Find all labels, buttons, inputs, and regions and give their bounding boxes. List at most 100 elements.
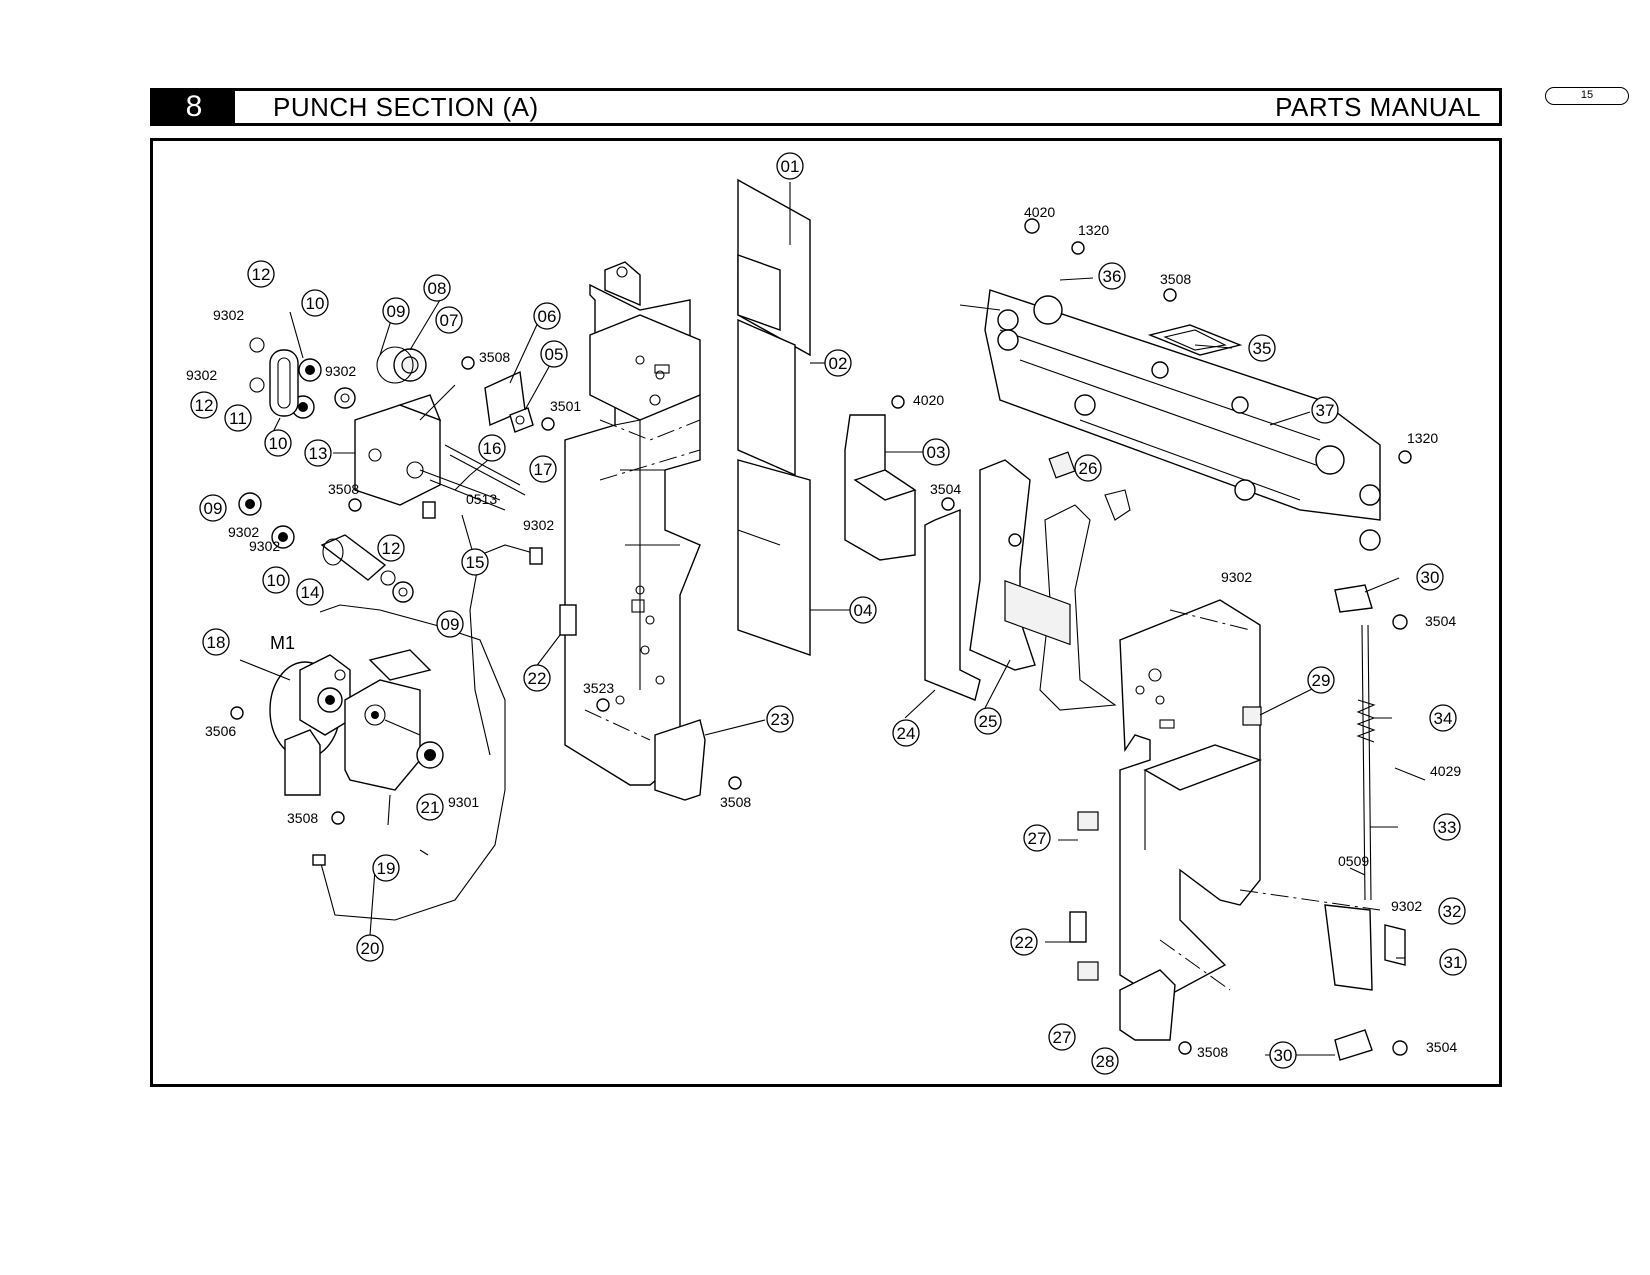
svg-text:12: 12 (382, 539, 401, 558)
pad-27-lower (1077, 961, 1099, 981)
callout-29: 29 (1307, 666, 1335, 694)
svg-text:9302: 9302 (186, 367, 217, 383)
motor-label: M1 (270, 633, 295, 653)
svg-text:03: 03 (927, 443, 946, 462)
svg-text:16: 16 (483, 439, 502, 458)
punch-frame-plate (564, 261, 701, 786)
svg-text:29: 29 (1312, 671, 1331, 690)
svg-text:15: 15 (466, 553, 485, 572)
screws (230, 218, 1426, 1056)
svg-text:22: 22 (528, 669, 547, 688)
callout-01: 01 (776, 152, 804, 180)
callout-22-b: 22 (1010, 928, 1038, 956)
punch-unit-37 (959, 289, 1381, 646)
svg-text:4020: 4020 (1024, 204, 1055, 220)
svg-text:25: 25 (979, 712, 998, 731)
section-number: 8 (153, 90, 235, 123)
svg-text:26: 26 (1079, 459, 1098, 478)
callout-14: 14 (296, 578, 324, 606)
callout-23: 23 (766, 705, 794, 733)
callout-26: 26 (1074, 454, 1102, 482)
callout-17: 17 (529, 455, 557, 483)
svg-text:24: 24 (897, 724, 916, 743)
svg-text:12: 12 (252, 265, 271, 284)
svg-text:11: 11 (229, 409, 247, 428)
diagram-frame (150, 138, 1502, 1087)
svg-text:18: 18 (207, 633, 226, 652)
svg-text:4020: 4020 (913, 392, 944, 408)
callout-28: 28 (1091, 1047, 1119, 1075)
guide-25 (969, 459, 1036, 671)
svg-text:3504: 3504 (930, 481, 961, 497)
svg-text:34: 34 (1434, 709, 1453, 728)
callout-15: 15 (461, 548, 489, 576)
shaft-33-34 (1356, 624, 1376, 901)
svg-text:9302: 9302 (249, 538, 280, 554)
callouts: 01 02 03 04 05 06 07 08 09 09 09 10 10 1… (190, 152, 1467, 1075)
callout-12-b: 12 (190, 391, 218, 419)
callout-21: 21 (416, 793, 444, 821)
part-31 (1384, 924, 1406, 966)
guide-24 (924, 508, 981, 701)
callout-12-a: 12 (247, 260, 275, 288)
svg-text:28: 28 (1096, 1052, 1115, 1071)
bracket-28 (1119, 969, 1176, 1041)
callout-25: 25 (974, 707, 1002, 735)
callout-08: 08 (423, 274, 451, 302)
svg-text:09: 09 (204, 499, 223, 518)
callout-03: 03 (922, 438, 950, 466)
svg-text:3506: 3506 (205, 723, 236, 739)
callout-32: 32 (1438, 897, 1466, 925)
plate-35 (1147, 324, 1243, 356)
callout-19: 19 (372, 854, 400, 882)
callout-13: 13 (304, 439, 332, 467)
connector-22-right (1069, 911, 1087, 943)
callout-27-b: 27 (1048, 1023, 1076, 1051)
svg-text:12: 12 (195, 396, 214, 415)
svg-text:36: 36 (1103, 267, 1122, 286)
callout-07: 07 (435, 306, 463, 334)
svg-text:3508: 3508 (1160, 271, 1191, 287)
svg-text:37: 37 (1316, 401, 1335, 420)
svg-text:9302: 9302 (325, 363, 356, 379)
svg-text:30: 30 (1421, 568, 1440, 587)
leader-lines (239, 182, 1405, 1056)
svg-text:09: 09 (441, 615, 460, 634)
svg-text:07: 07 (440, 311, 459, 330)
svg-text:3504: 3504 (1426, 1039, 1457, 1055)
callout-09-a: 09 (382, 297, 410, 325)
svg-text:08: 08 (428, 279, 447, 298)
page-number: 15 (1545, 87, 1629, 105)
svg-text:32: 32 (1443, 902, 1462, 921)
callout-02: 02 (824, 349, 852, 377)
svg-text:35: 35 (1253, 339, 1272, 358)
svg-text:33: 33 (1438, 818, 1457, 837)
lower-right-frame (1119, 599, 1381, 1001)
callout-24: 24 (892, 719, 920, 747)
svg-text:3501: 3501 (550, 398, 581, 414)
svg-text:13: 13 (309, 444, 328, 463)
svg-text:06: 06 (538, 307, 557, 326)
svg-text:9302: 9302 (523, 517, 554, 533)
svg-text:20: 20 (361, 939, 380, 958)
callout-10-b: 10 (264, 429, 292, 457)
svg-text:3508: 3508 (287, 810, 318, 826)
svg-text:3523: 3523 (583, 680, 614, 696)
svg-text:9302: 9302 (1221, 569, 1252, 585)
callout-22-a: 22 (523, 664, 551, 692)
svg-text:21: 21 (421, 798, 440, 817)
svg-text:09: 09 (387, 302, 406, 321)
svg-text:9302: 9302 (213, 307, 244, 323)
part-code-labels: 9302 9302 9302 9302 9302 9302 9302 9302 … (186, 204, 1461, 1060)
bracket-05-06 (484, 370, 534, 433)
callout-10-a: 10 (301, 289, 329, 317)
svg-text:1320: 1320 (1078, 222, 1109, 238)
callout-18: 18 (202, 628, 230, 656)
svg-text:17: 17 (534, 460, 553, 479)
svg-text:3504: 3504 (1425, 613, 1456, 629)
callout-09-c: 09 (436, 610, 464, 638)
section-title: PUNCH SECTION (A) (273, 91, 539, 122)
wire-harness-20 (312, 501, 543, 921)
callout-20: 20 (356, 934, 384, 962)
callout-27-a: 27 (1023, 824, 1051, 852)
